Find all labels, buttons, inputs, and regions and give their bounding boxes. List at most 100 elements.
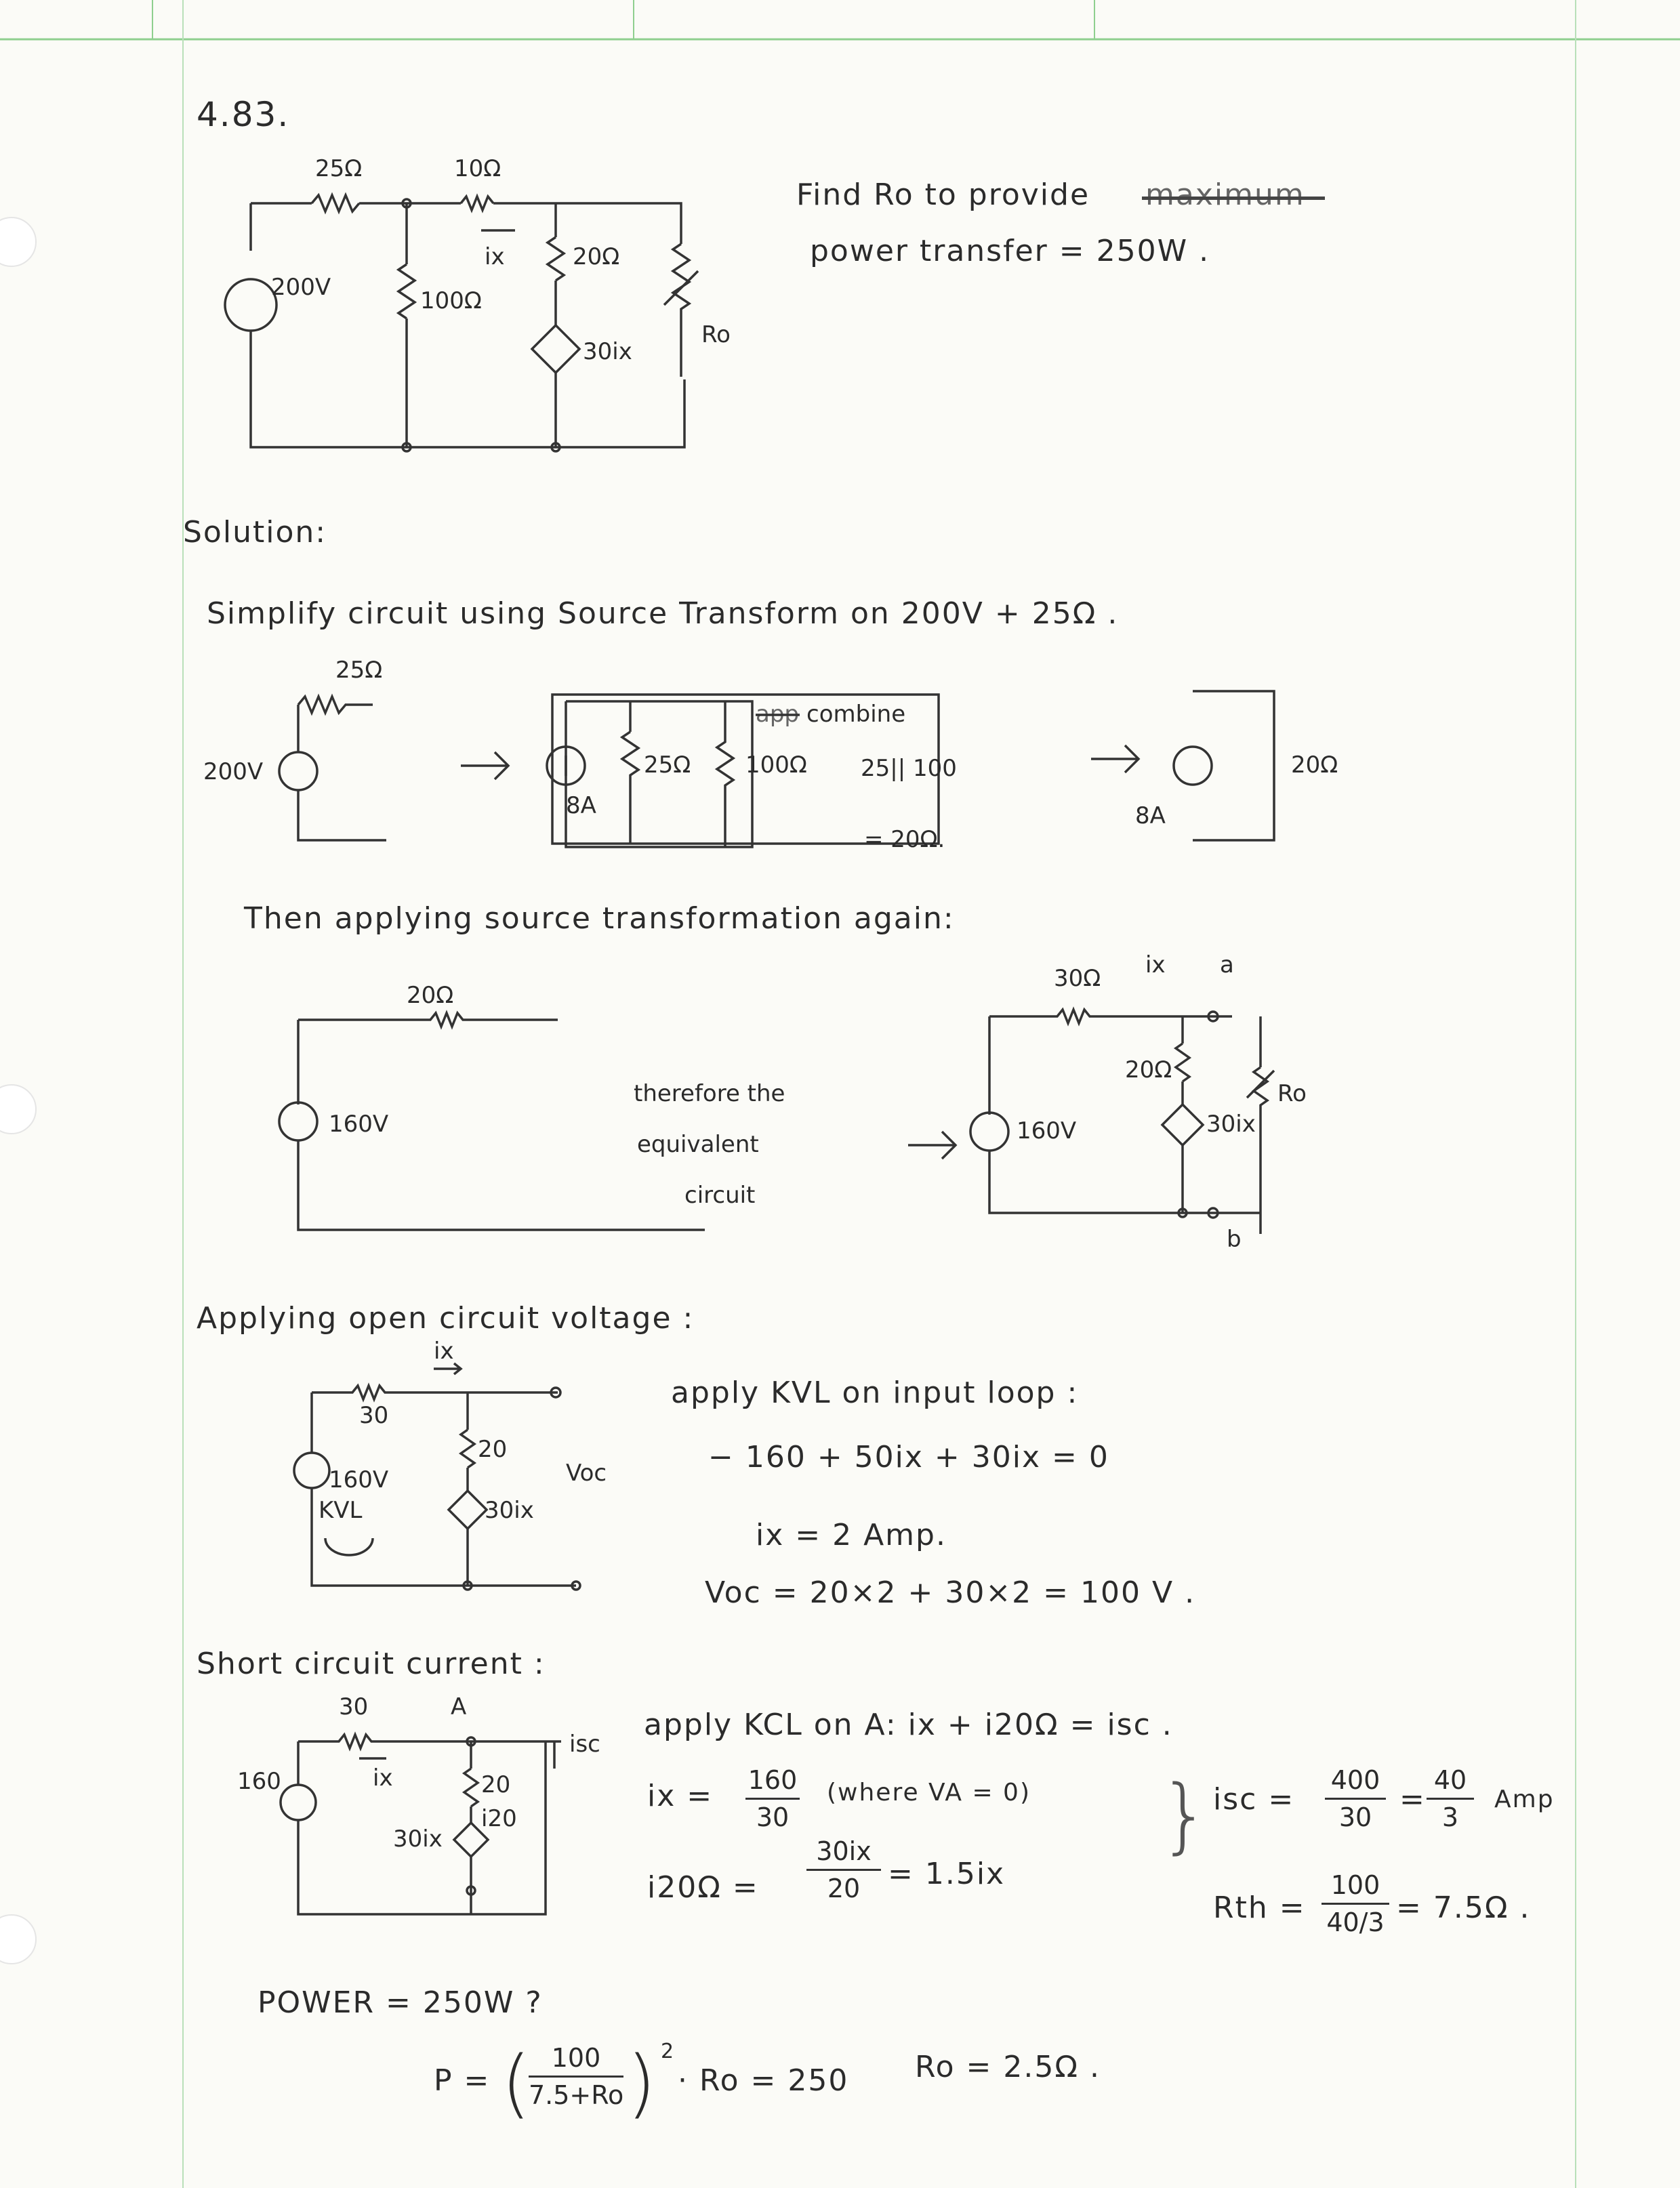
power-eq-rhs: · Ro = 250	[678, 2063, 849, 2098]
power-eq-exponent: 2	[661, 2040, 676, 2063]
s1-label-100-ohm: 100Ω	[745, 751, 807, 779]
isc-result-den2: 3	[1441, 1802, 1459, 1832]
isc-brace: }	[1159, 1769, 1212, 1863]
isc-label-i20: i20	[481, 1805, 517, 1832]
voc-label-20: 20	[478, 1436, 507, 1463]
isc-i20-lhs: i20Ω =	[647, 1870, 759, 1905]
problem-statement-line2: power transfer = 250W .	[810, 234, 1210, 268]
voc-label-kvl: KVL	[319, 1497, 363, 1524]
s1-label-20-ohm: 20Ω	[1291, 751, 1338, 779]
isc-result-fraction2: 40 3	[1427, 1765, 1474, 1832]
label-ix: ix	[485, 243, 505, 270]
label-10-ohm: 10Ω	[454, 155, 501, 182]
s2-label-b: b	[1227, 1226, 1242, 1253]
voc-work-line1: apply KVL on input loop :	[671, 1376, 1079, 1410]
problem-statement-line1: Find Ro to provide	[796, 178, 1090, 212]
s2-label-160v: 160V	[329, 1111, 388, 1138]
isc-result-fraction1: 400 30	[1325, 1765, 1386, 1832]
rth-den: 40/3	[1326, 1907, 1385, 1937]
isc-i20-rhs: = 1.5ix	[888, 1857, 1006, 1891]
label-dependent-source: 30ix	[583, 338, 632, 365]
power-line: POWER = 250W ?	[258, 1985, 543, 2020]
isc-ix-den: 30	[756, 1802, 790, 1832]
rth-lhs: Rth =	[1213, 1891, 1306, 1925]
voc-heading: Applying open circuit voltage :	[197, 1301, 695, 1336]
voc-work-line3: ix = 2 Amp.	[756, 1518, 947, 1552]
s1-label-25-ohm: 25Ω	[335, 657, 382, 684]
struck-word: maximum	[1145, 178, 1305, 212]
isc-result-num1: 400	[1330, 1765, 1380, 1795]
s2-label-30-ohm: 30Ω	[1054, 965, 1101, 992]
s2-label-ro: Ro	[1277, 1080, 1307, 1107]
isc-result-lhs: isc =	[1213, 1782, 1295, 1817]
s1-label-8a-2: 8A	[1135, 802, 1166, 829]
voc-label-dep: 30ix	[485, 1497, 534, 1524]
isc-result-eq: =	[1399, 1782, 1426, 1817]
isc-result-bar1	[1325, 1798, 1386, 1800]
voc-label-30: 30	[359, 1402, 388, 1429]
problem-circuit: 25Ω 10Ω ix 20Ω 200V 100Ω 30ix Ro	[224, 155, 731, 453]
rth-rhs: = 7.5Ω .	[1396, 1891, 1531, 1925]
power-eq-den: 7.5+Ro	[529, 2080, 624, 2110]
s1-label-200v: 200V	[203, 758, 263, 785]
isc-label-20: 20	[481, 1771, 510, 1798]
isc-ix-note: (where VA = 0)	[827, 1779, 1031, 1807]
voc-label-voc: Voc	[566, 1460, 607, 1487]
s2-label-20-ohm-b: 20Ω	[1125, 1056, 1172, 1083]
voc-label-160v: 160V	[329, 1466, 388, 1493]
isc-label-160: 160	[237, 1768, 281, 1795]
isc-label-30: 30	[339, 1693, 368, 1720]
s2-therefore: therefore the	[634, 1080, 785, 1107]
voc-work-line2: − 160 + 50ix + 30ix = 0	[708, 1440, 1109, 1474]
isc-label-dep: 30ix	[393, 1825, 443, 1853]
isc-ix-bar	[745, 1798, 800, 1800]
label-ro: Ro	[701, 321, 731, 348]
isc-kcl: apply KCL on A: ix + i20Ω = isc .	[644, 1708, 1173, 1742]
power-eq-fraction: 100 7.5+Ro	[529, 2043, 623, 2110]
isc-i20-den: 20	[827, 1874, 861, 1903]
s2-label-20-ohm: 20Ω	[407, 982, 453, 1009]
isc-circuit: 30 A ix isc 20 i20 30ix 160	[237, 1693, 600, 1916]
s1-label-25-ohm-b: 25Ω	[644, 751, 691, 779]
isc-result-bar2	[1427, 1798, 1474, 1800]
isc-label-isc: isc	[569, 1731, 600, 1758]
rth-fraction: 100 40/3	[1322, 1870, 1389, 1937]
isc-heading: Short circuit current :	[197, 1647, 546, 1681]
isc-result-num2: 40	[1433, 1765, 1467, 1795]
power-eq-num: 100	[551, 2043, 601, 2073]
step2-text: Then applying source transformation agai…	[244, 901, 955, 936]
step1-text: Simplify circuit using Source Transform …	[207, 596, 1119, 631]
rth-bar	[1322, 1903, 1389, 1905]
power-eq-paren-open: (	[501, 2040, 532, 2126]
isc-ix-fraction: 160 30	[745, 1765, 800, 1832]
voc-circuit: ix 30 20 30ix 160V KVL Voc	[293, 1338, 607, 1591]
whiteout-patch	[637, 1985, 793, 2026]
isc-ix-lhs: ix =	[647, 1779, 714, 1813]
label-25-ohm: 25Ω	[315, 155, 362, 182]
s2-label-ix: ix	[1145, 951, 1166, 978]
problem-number: 4.83.	[197, 95, 290, 134]
isc-label-ix: ix	[373, 1764, 393, 1792]
label-20-ohm: 20Ω	[573, 243, 619, 270]
isc-i20-num: 30ix	[816, 1836, 872, 1866]
step2-circuits: 20Ω 160V therefore the equivalent circui…	[278, 951, 1307, 1253]
step1-circuits: 25Ω 200V 8A 25Ω 100Ω app combine 25|| 10…	[203, 657, 1338, 853]
s2-label-dep: 30ix	[1206, 1111, 1256, 1138]
isc-result-den1: 30	[1338, 1802, 1372, 1832]
voc-label-ix: ix	[434, 1338, 454, 1365]
s1-label-8a: 8A	[566, 792, 596, 819]
power-eq-paren-close: )	[627, 2040, 657, 2126]
label-100-ohm: 100Ω	[420, 287, 482, 314]
final-answer: Ro = 2.5Ω .	[915, 2050, 1101, 2084]
power-eq-bar	[529, 2076, 623, 2078]
solution-heading: Solution:	[183, 515, 327, 550]
isc-ix-num: 160	[747, 1765, 798, 1795]
s1-result: = 20Ω.	[864, 826, 945, 853]
s2-label-a: a	[1220, 951, 1234, 978]
power-eq-lhs: P =	[434, 2063, 491, 2098]
isc-label-node-a: A	[451, 1693, 466, 1720]
rth-num: 100	[1330, 1870, 1380, 1900]
isc-i20-bar	[806, 1869, 881, 1871]
voc-work-line4: Voc = 20×2 + 30×2 = 100 V .	[705, 1575, 1196, 1610]
